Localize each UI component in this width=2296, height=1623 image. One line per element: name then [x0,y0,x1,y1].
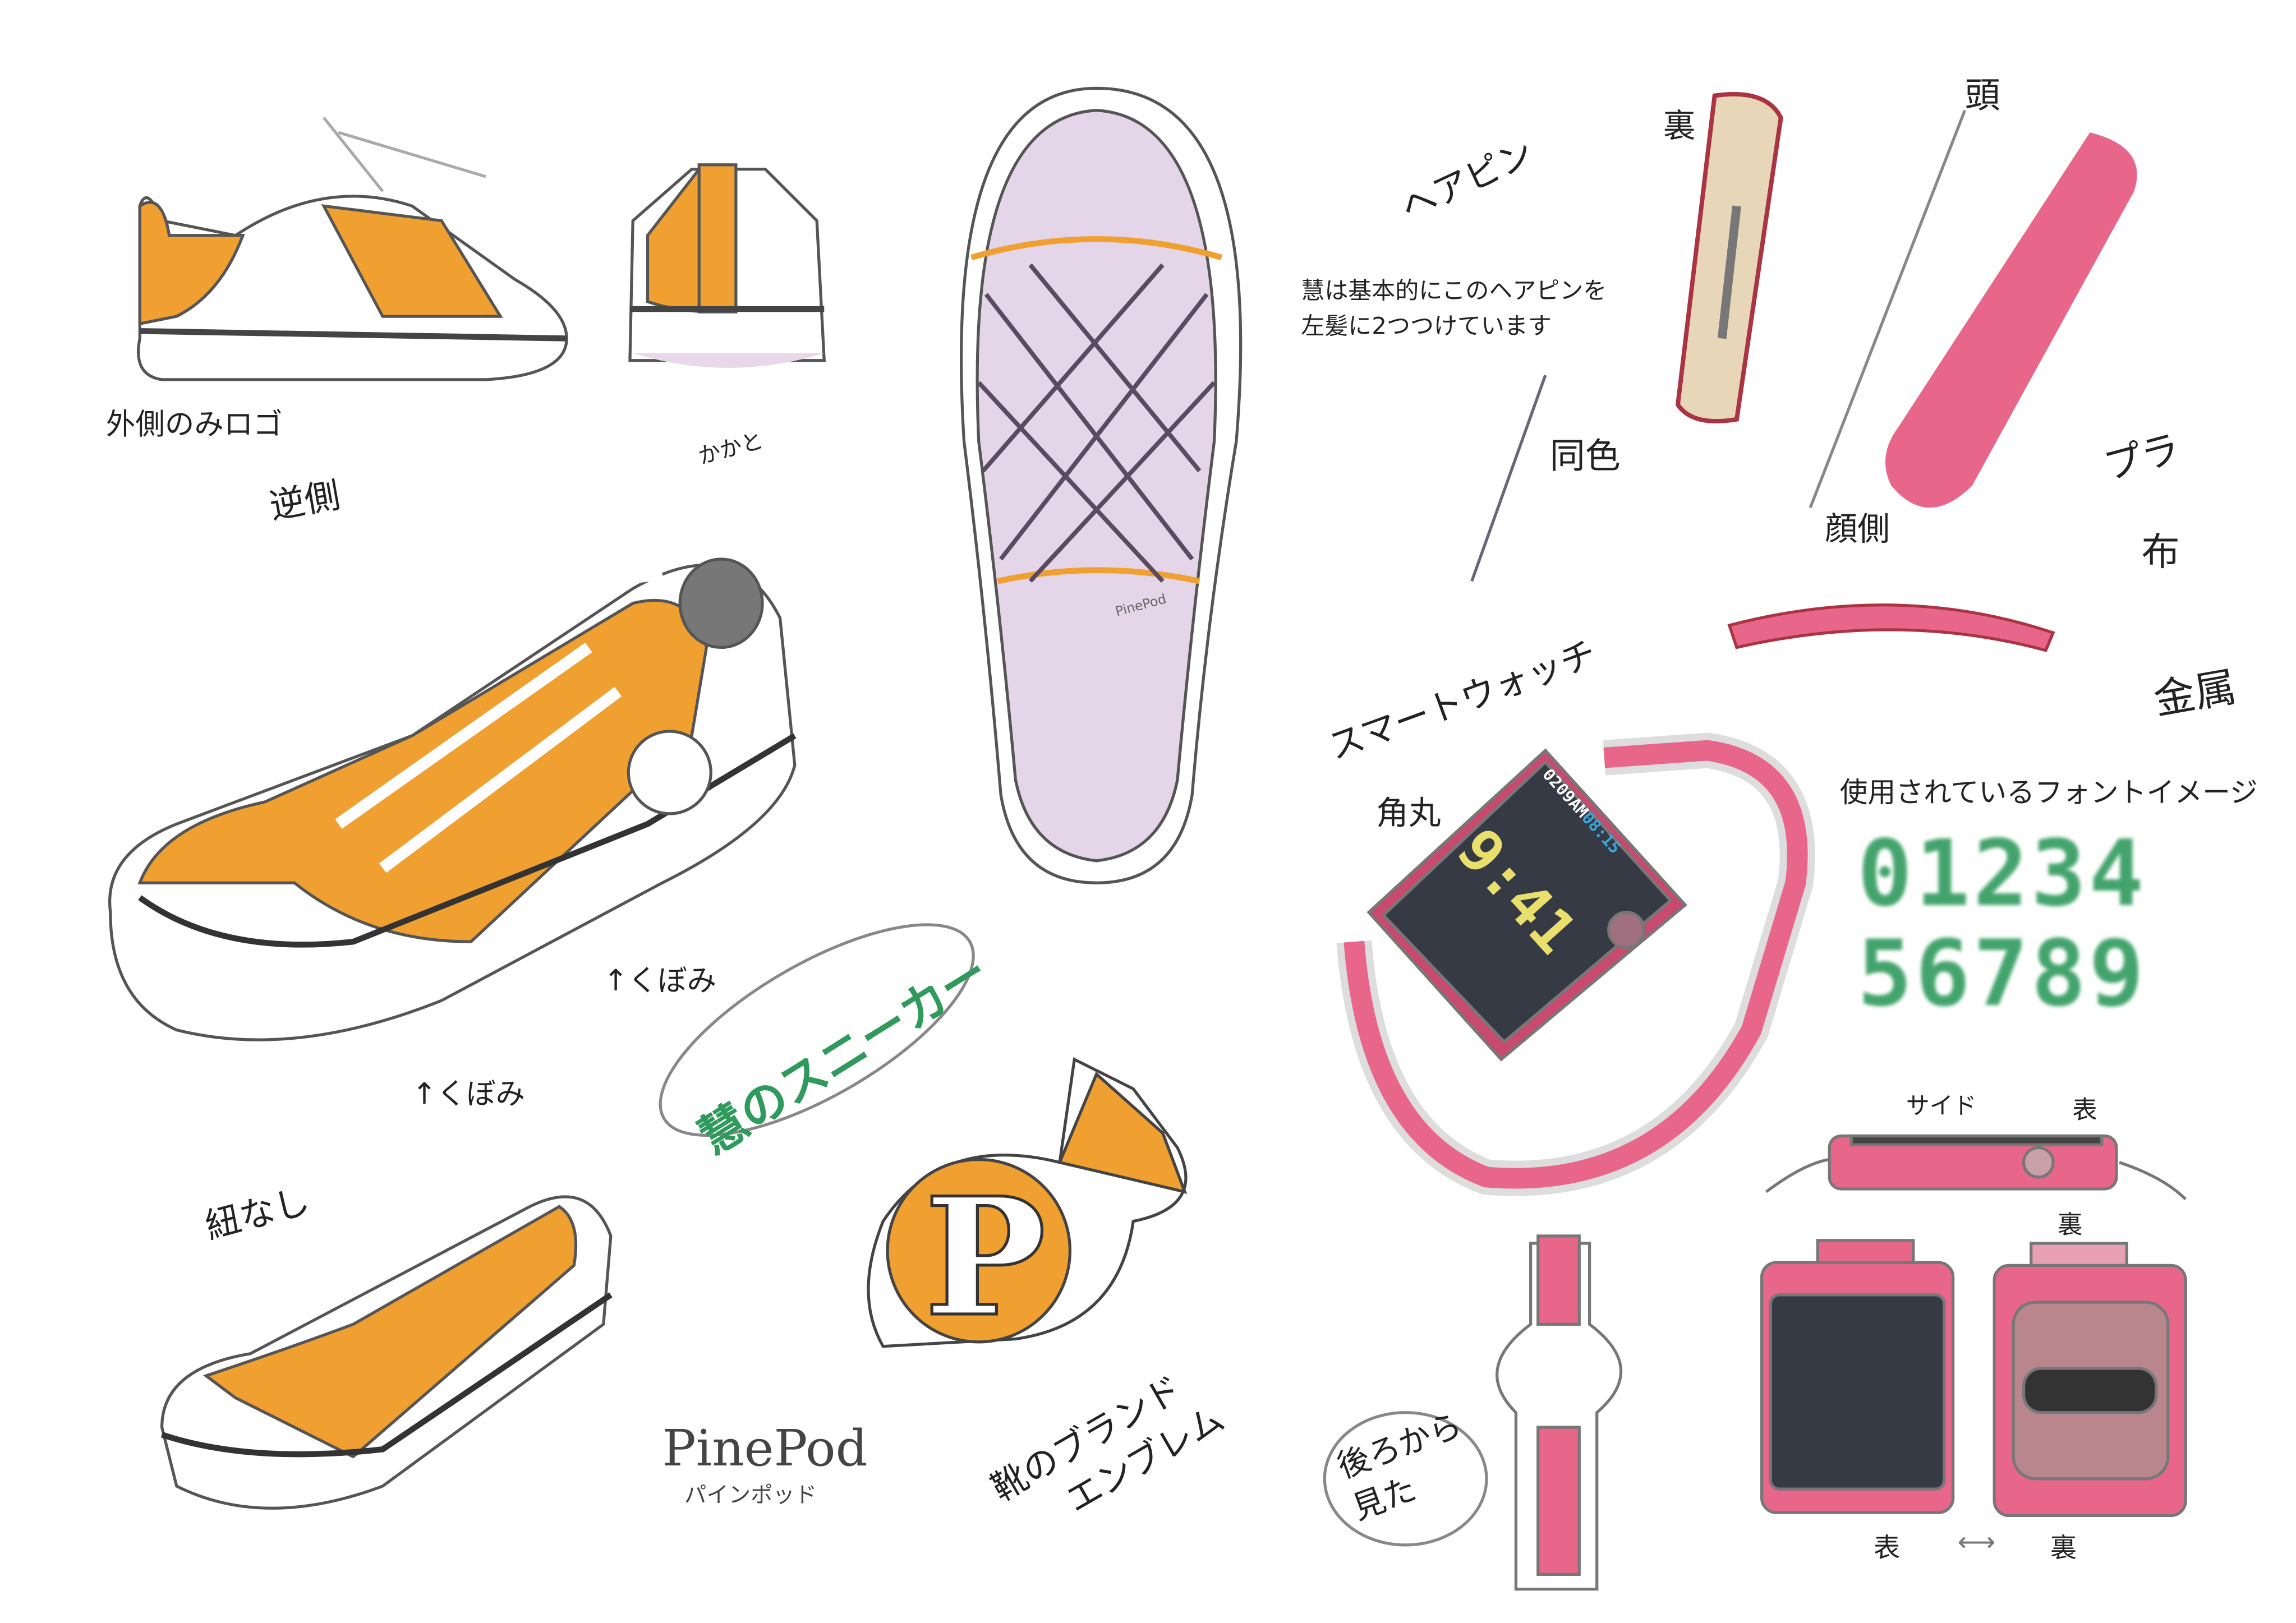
smartwatch-back [1993,1242,2187,1518]
arrow-same-color [1470,375,1547,582]
label-dent-2: ↑くぼみ [412,1075,526,1111]
hairpin-side [1727,603,2055,652]
back-view-ellipse [1323,1411,1488,1547]
label-font-image: 使用されているフォントイメージ [1839,777,2258,810]
sneaker-side-view [137,117,568,381]
brand-name: PinePod [662,1419,868,1479]
brand-reading: パインポッド [684,1482,817,1509]
label-front-1: 表 [2072,1096,2097,1126]
label-head: 頭 [1964,75,2000,117]
label-cloth: 布 [2141,531,2180,575]
swap-arrow-icon: ⟷ [1957,1527,1996,1559]
hairpin-note-line2: 左髪に2つつけています [1301,312,1552,340]
label-dent-1: ↑くぼみ [603,962,717,998]
sneaker-sole-view [960,86,1243,884]
smartwatch-main [1336,732,1815,1196]
emblem-letter: P [923,1161,1047,1354]
label-face-side: 顔側 [1825,512,1890,549]
label-back-1: 裏 [2057,1211,2083,1241]
sneaker-main-view [108,557,797,1041]
hairpin-note-line1: 慧は基本的にこのヘアピンを [1301,276,1607,305]
sneaker-heel-view [628,163,826,368]
font-digits-row1: 01234 [1857,819,2147,927]
hairpin-back [1675,92,1783,423]
label-side: サイド [1906,1091,1977,1120]
watch-band-back-view [1496,1234,1623,1591]
title-ellipse [659,923,975,1137]
font-digits-row2: 56789 [1857,919,2147,1027]
label-back-2: 裏 [2050,1533,2077,1564]
label-outside-logo-only: 外側のみロゴ [105,406,283,442]
label-hairpin-back: 裏 [1663,109,1696,146]
hairpin-front [1885,132,2137,508]
hairpin-note: 慧は基本的にこのヘアピンを左髪に2つつけています [1301,274,1607,344]
smartwatch-front [1760,1239,1955,1514]
arrow-head [1809,109,1967,509]
label-rounded-corners: 角丸 [1376,796,1441,833]
label-same-color: 同色 [1549,435,1621,477]
sneaker-slip-on-view [160,1195,613,1510]
label-front-2: 表 [1873,1533,1901,1564]
brand-emblem [867,1057,1188,1348]
smartwatch-side [1765,1134,2187,1201]
